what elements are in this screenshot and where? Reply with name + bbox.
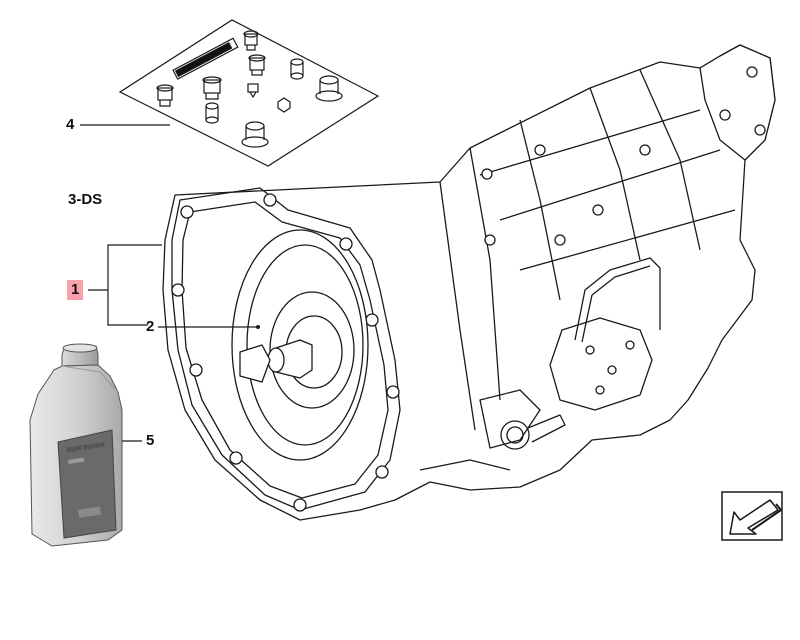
hex-plug	[277, 97, 291, 113]
callout-4[interactable]: 4	[66, 116, 75, 133]
hex-plug	[243, 30, 259, 51]
leader-bracket-1	[88, 244, 162, 326]
transmission-oil-bottle[interactable]: BMW Service	[29, 343, 123, 547]
callout-5[interactable]: 5	[146, 432, 155, 449]
variant-label: 3-DS	[68, 191, 103, 208]
callout-2[interactable]: 2	[146, 318, 155, 335]
bottle-label-mark	[68, 457, 85, 464]
leader-dot-2	[256, 325, 260, 329]
automatic-transmission[interactable]	[162, 44, 776, 521]
bottle-label-mark	[77, 506, 101, 518]
callout-1[interactable]: 1	[67, 280, 84, 300]
hex-plug	[156, 84, 174, 107]
arrow-left-down-icon[interactable]	[721, 491, 783, 541]
hex-plug	[202, 76, 222, 100]
hex-plug	[248, 54, 266, 76]
bolt	[205, 102, 219, 124]
bolt	[290, 58, 304, 80]
sleeve	[241, 121, 269, 148]
screw-plug-kit-panel[interactable]	[118, 19, 380, 167]
small-plug	[247, 83, 259, 99]
sleeve	[315, 75, 343, 102]
